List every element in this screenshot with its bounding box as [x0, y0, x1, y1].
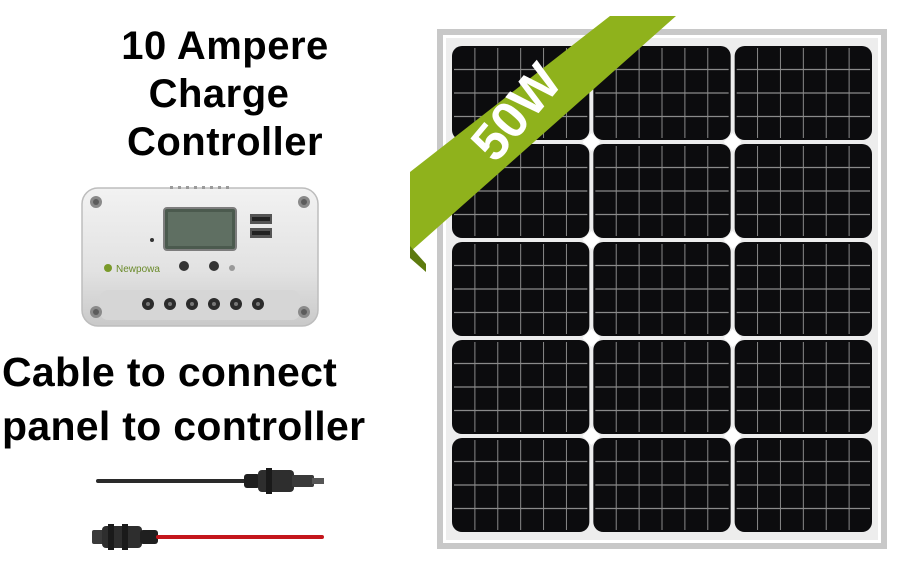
- controller-heading-line1: 10 Ampere: [121, 24, 329, 68]
- cable-heading: Cable to connect panel to controller: [2, 345, 432, 453]
- wattage-badge: 50W: [410, 16, 676, 272]
- cell-corner-gap: [723, 329, 742, 347]
- brand-logo: Newpowa: [116, 264, 160, 275]
- cell-corner-gap: [582, 427, 601, 445]
- cell-corner-gap: [582, 231, 601, 249]
- cell-corner-gap: [723, 231, 742, 249]
- cell-corner-gap: [723, 133, 742, 151]
- cell-corner-gap: [582, 329, 601, 347]
- cell-corner-gap: [723, 427, 742, 445]
- charge-controller-image: Newpowa: [81, 186, 319, 327]
- controller-heading-line3: Controller: [126, 120, 324, 164]
- controller-heading-line2: Charge: [148, 72, 290, 116]
- black-cable-image: [96, 468, 324, 494]
- red-cable-image: [92, 524, 324, 550]
- cable-heading-line2: panel to controller: [2, 403, 366, 449]
- badge-ribbon: [410, 16, 676, 252]
- solar-panel-image: 50W: [410, 16, 887, 549]
- cell-corner-gap: [582, 133, 601, 151]
- cable-heading-line1: Cable to connect: [2, 349, 338, 395]
- controller-heading: 10 Ampere Charge Controller: [60, 22, 390, 166]
